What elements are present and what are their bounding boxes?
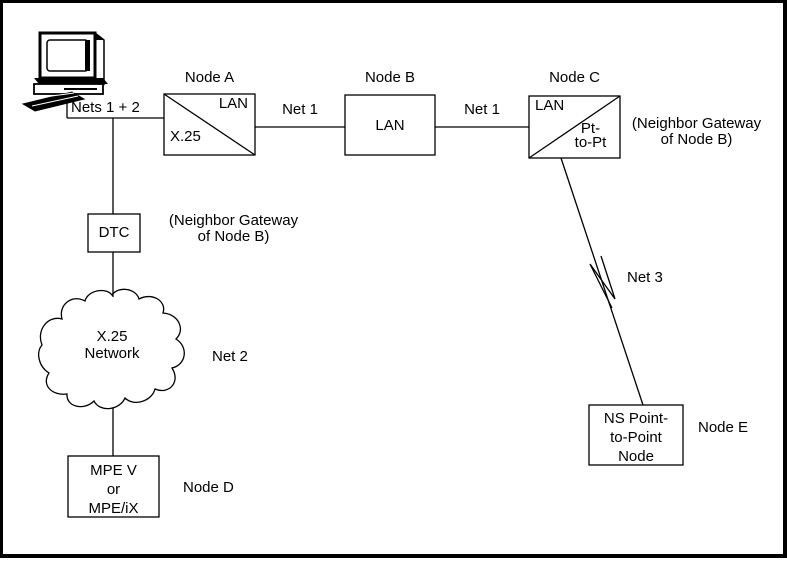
node-c-lan-label: LAN [535,97,565,114]
node-b-lan-label: LAN [375,117,405,134]
node-a-lan-label: LAN [218,95,248,112]
mpe-label-line2: or [106,481,121,498]
node-b-title: Node B [364,69,416,86]
mpe-label-line3: MPE/iX [88,500,139,517]
node-c-ptpt-label: Pt- to-Pt [563,120,618,151]
desktop-computer-icon [0,31,108,112]
cloud-label: X.25 Network [62,328,162,362]
lightning-break-icon [589,255,616,309]
cloud-label-line2: Network [84,345,140,362]
node-c-ptpt-line1: Pt- [580,120,601,137]
dtc-label: DTC [98,224,130,241]
net2-label: Net 2 [212,348,248,365]
net3-label: Net 3 [627,269,663,286]
node-c-box [528,95,621,159]
ns-node-line1: NS Point- [603,410,669,427]
ns-node-line2: to-Point [610,429,662,446]
mpe-label-line1: MPE V [90,462,137,479]
node-c-diagonal [528,95,621,159]
ns-node-label: NS Point- to-Point Node [589,409,683,466]
ns-box [588,404,684,466]
node-a-title: Node A [184,69,235,86]
nets12-label: Nets 1 + 2 [71,100,161,116]
node-b-box [344,94,436,156]
node-c-note-line2: of Node B) [660,131,733,148]
node-c-note: (Neighbor Gateway of Node B) [624,116,769,148]
dtc-note: (Neighbor Gateway of Node B) [161,213,306,245]
cloud-shape [38,288,185,410]
node-e-label: Node E [698,419,749,436]
net1-left-label: Net 1 [282,101,318,118]
node-c-title: Node C [549,69,600,86]
mpe-box [67,455,160,518]
dtc-box [87,213,141,253]
cloud-label-line1: X.25 [96,328,128,345]
dtc-note-line1: (Neighbor Gateway [168,212,299,229]
node-c-note-line1: (Neighbor Gateway [631,115,762,132]
node-a-x25-label: X.25 [170,128,201,145]
nets12-text: Nets 1 + 2 [71,99,140,116]
net1-right-label: Net 1 [464,101,500,118]
dtc-note-line2: of Node B) [197,228,270,245]
ns-node-line3: Node [618,448,654,465]
mpe-label: MPE V or MPE/iX [68,461,159,518]
node-c-ptpt-line2: to-Pt [574,134,607,151]
node-a-diagonal [163,93,256,156]
node-a-box [163,93,256,156]
node-d-label: Node D [183,479,234,496]
